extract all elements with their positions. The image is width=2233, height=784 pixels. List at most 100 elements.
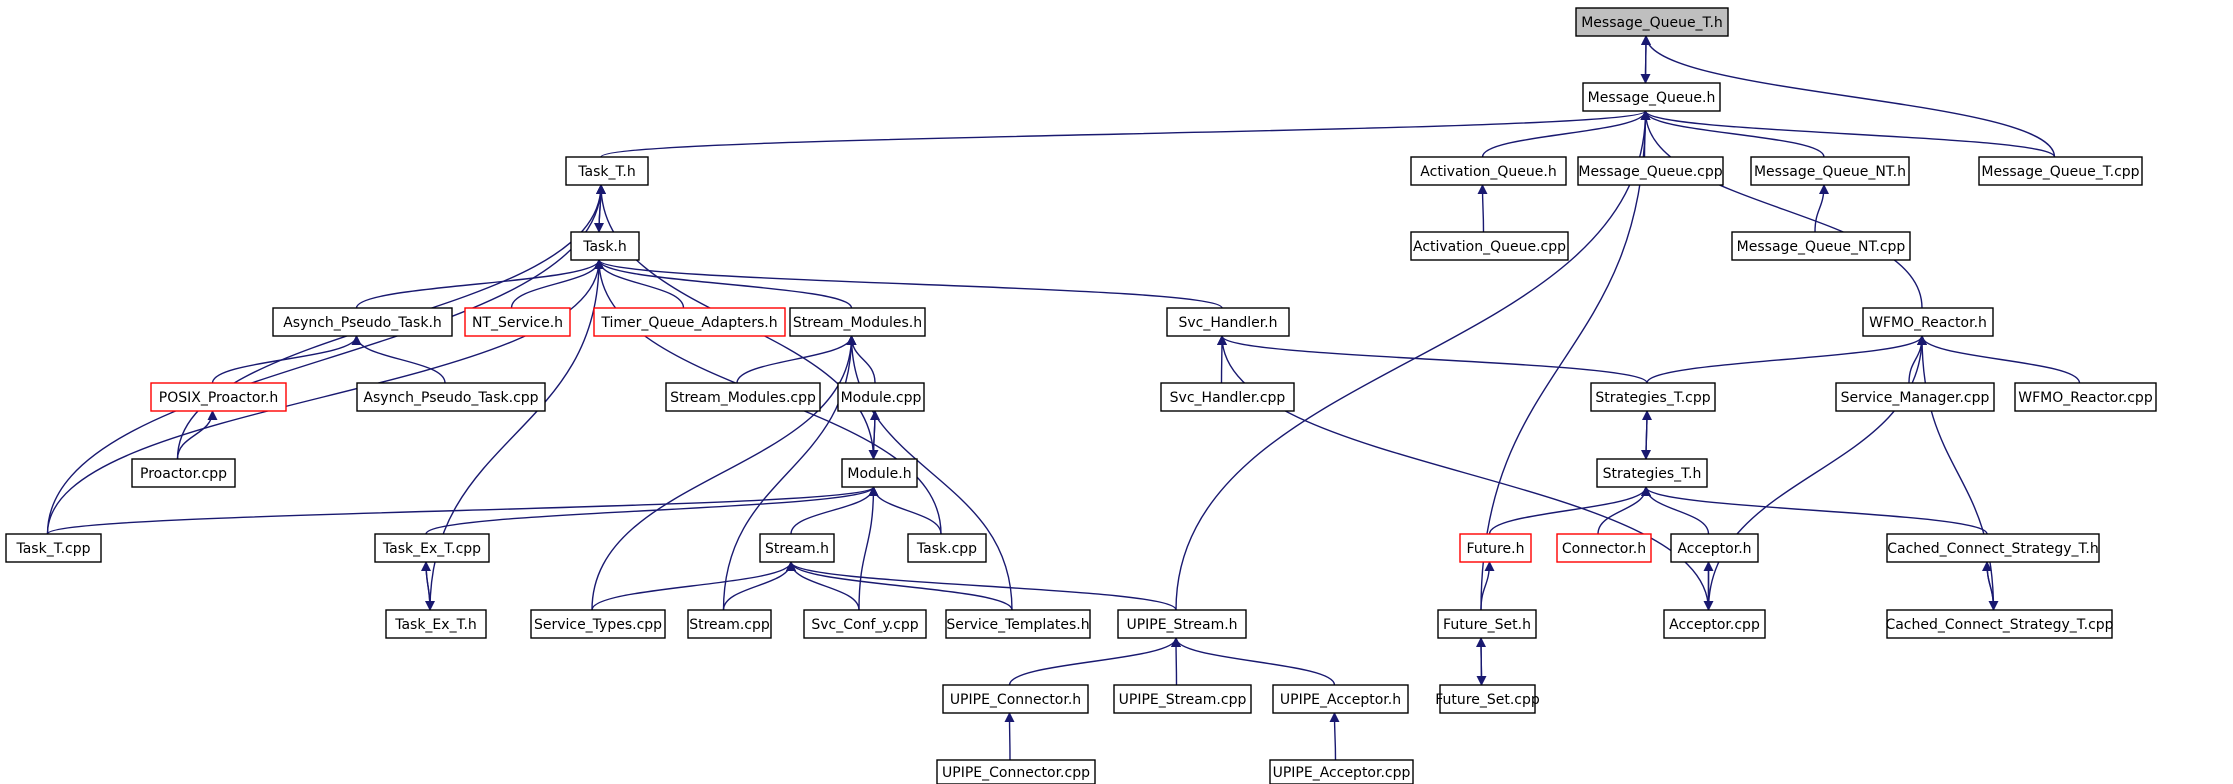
node-acceptor-cpp[interactable]: Acceptor.cpp	[1663, 609, 1766, 639]
node-timer-queue-adapters-h[interactable]: Timer_Queue_Adapters.h	[593, 307, 786, 337]
node-label: Service_Templates.h	[946, 617, 1089, 633]
node-label: UPIPE_Connector.cpp	[942, 765, 1090, 781]
edge-service-templates-h-to-stream-h	[786, 561, 1013, 611]
node-label: Task_T.cpp	[15, 541, 90, 557]
node-message-queue-t-cpp[interactable]: Message_Queue_T.cpp	[1978, 156, 2143, 186]
node-label: Stream.cpp	[689, 617, 770, 633]
node-message-queue-t-h[interactable]: Message_Queue_T.h	[1575, 7, 1729, 37]
node-message-queue-nt-cpp[interactable]: Message_Queue_NT.cpp	[1731, 231, 1911, 261]
node-upipe-connector-h[interactable]: UPIPE_Connector.h	[942, 684, 1089, 714]
node-proactor-cpp[interactable]: Proactor.cpp	[131, 458, 236, 488]
node-message-queue-cpp[interactable]: Message_Queue.cpp	[1577, 156, 1724, 186]
edge-stream-cpp-to-stream-modules-h	[722, 335, 857, 611]
node-service-manager-cpp[interactable]: Service_Manager.cpp	[1835, 382, 1995, 412]
node-upipe-connector-cpp[interactable]: UPIPE_Connector.cpp	[936, 759, 1096, 784]
node-box	[1731, 231, 1911, 261]
node-task-h[interactable]: Task.h	[570, 231, 640, 261]
node-svc-handler-cpp[interactable]: Svc_Handler.cpp	[1160, 382, 1295, 412]
node-box	[1670, 533, 1759, 563]
node-task-t-cpp[interactable]: Task_T.cpp	[5, 533, 102, 563]
node-box	[131, 458, 236, 488]
node-activation-queue-h[interactable]: Activation_Queue.h	[1410, 156, 1567, 186]
node-box	[945, 609, 1091, 639]
edge-task-t-h-to-message-queue-h	[600, 110, 1651, 158]
node-cached-connect-strategy-t-h[interactable]: Cached_Connect_Strategy_T.h	[1886, 533, 2100, 563]
node-svc-conf-y-cpp[interactable]: Svc_Conf_y.cpp	[803, 609, 927, 639]
node-nt-service-h[interactable]: NT_Service.h	[464, 307, 571, 337]
node-box	[1750, 156, 1910, 186]
node-box	[1978, 156, 2143, 186]
edge-future-set-h-to-message-queue-h	[1480, 110, 1651, 611]
node-label: Message_Queue_NT.cpp	[1737, 239, 1906, 255]
node-task-ex-t-cpp[interactable]: Task_Ex_T.cpp	[374, 533, 490, 563]
node-box	[907, 533, 987, 563]
node-stream-h[interactable]: Stream.h	[759, 533, 835, 563]
edge-proactor-cpp-to-posix-proactor-h	[176, 410, 218, 460]
node-module-cpp[interactable]: Module.cpp	[837, 382, 925, 412]
node-strategies-t-h[interactable]: Strategies_T.h	[1596, 458, 1708, 488]
edge-strategies-t-cpp-to-wfmo-reactor-h	[1646, 335, 1927, 384]
node-label: UPIPE_Acceptor.h	[1280, 692, 1401, 708]
edge-strategies-t-cpp-to-svc-handler-h	[1217, 335, 1648, 384]
node-box	[356, 382, 546, 412]
node-asynch-pseudo-task-h[interactable]: Asynch_Pseudo_Task.h	[272, 307, 453, 337]
node-box	[593, 307, 786, 337]
node-box	[837, 382, 925, 412]
node-label: Future_Set.h	[1443, 617, 1531, 633]
node-posix-proactor-h[interactable]: POSIX_Proactor.h	[150, 382, 287, 412]
node-task-t-h[interactable]: Task_T.h	[565, 156, 649, 186]
node-box	[150, 382, 287, 412]
node-wfmo-reactor-h[interactable]: WFMO_Reactor.h	[1862, 307, 1994, 337]
node-svc-handler-h[interactable]: Svc_Handler.h	[1166, 307, 1290, 337]
node-acceptor-h[interactable]: Acceptor.h	[1670, 533, 1759, 563]
edge-task-ex-t-cpp-to-module-h	[425, 486, 879, 535]
node-service-templates-h[interactable]: Service_Templates.h	[945, 609, 1091, 639]
node-box	[1590, 382, 1716, 412]
node-label: Asynch_Pseudo_Task.h	[283, 315, 442, 331]
node-service-types-cpp[interactable]: Service_Types.cpp	[530, 609, 666, 639]
node-module-h[interactable]: Module.h	[841, 458, 918, 488]
node-label: Service_Types.cpp	[534, 617, 662, 633]
node-box	[1160, 382, 1295, 412]
edge-cached-connect-strategy-t-cpp-to-wfmo-reactor-h	[1917, 335, 1995, 611]
node-upipe-stream-cpp[interactable]: UPIPE_Stream.cpp	[1113, 684, 1252, 714]
node-label: Asynch_Pseudo_Task.cpp	[363, 390, 538, 406]
node-message-queue-h[interactable]: Message_Queue.h	[1582, 82, 1721, 112]
node-future-set-cpp[interactable]: Future_Set.cpp	[1435, 684, 1540, 714]
edge-wfmo-reactor-cpp-to-wfmo-reactor-h	[1917, 335, 2081, 384]
node-box	[1439, 684, 1536, 714]
node-future-set-h[interactable]: Future_Set.h	[1437, 609, 1537, 639]
node-activation-queue-cpp[interactable]: Activation_Queue.cpp	[1410, 231, 1569, 261]
node-label: UPIPE_Stream.h	[1126, 617, 1237, 633]
node-asynch-pseudo-task-cpp[interactable]: Asynch_Pseudo_Task.cpp	[356, 382, 546, 412]
node-label: Cached_Connect_Strategy_T.cpp	[1885, 617, 2113, 633]
edge-activation-queue-cpp-to-activation-queue-h	[1477, 184, 1488, 233]
node-label: Task.h	[582, 239, 627, 255]
node-strategies-t-cpp[interactable]: Strategies_T.cpp	[1590, 382, 1716, 412]
node-box	[565, 156, 649, 186]
node-box	[1835, 382, 1995, 412]
node-future-h[interactable]: Future.h	[1459, 533, 1532, 563]
node-message-queue-nt-h[interactable]: Message_Queue_NT.h	[1750, 156, 1910, 186]
edge-acceptor-cpp-to-wfmo-reactor-h	[1707, 335, 1927, 611]
edge-wfmo-reactor-h-to-message-queue-h	[1640, 110, 1923, 309]
node-task-ex-t-h[interactable]: Task_Ex_T.h	[385, 609, 487, 639]
node-stream-cpp[interactable]: Stream.cpp	[687, 609, 772, 639]
node-box	[1410, 156, 1567, 186]
edge-cached-connect-strategy-t-h-to-strategies-t-h	[1641, 486, 1988, 535]
node-stream-modules-cpp[interactable]: Stream_Modules.cpp	[665, 382, 821, 412]
node-upipe-acceptor-h[interactable]: UPIPE_Acceptor.h	[1272, 684, 1409, 714]
node-upipe-acceptor-cpp[interactable]: UPIPE_Acceptor.cpp	[1269, 759, 1414, 784]
node-wfmo-reactor-cpp[interactable]: WFMO_Reactor.cpp	[2014, 382, 2157, 412]
node-stream-modules-h[interactable]: Stream_Modules.h	[789, 307, 926, 337]
node-cached-connect-strategy-t-cpp[interactable]: Cached_Connect_Strategy_T.cpp	[1885, 609, 2114, 639]
node-task-cpp[interactable]: Task.cpp	[907, 533, 987, 563]
edge-message-queue-t-cpp-to-message-queue-h	[1640, 110, 2056, 158]
edge-task-t-cpp-to-task-t-h	[46, 184, 606, 535]
node-label: Message_Queue.h	[1588, 90, 1716, 106]
node-connector-h[interactable]: Connector.h	[1556, 533, 1652, 563]
node-box	[1596, 458, 1708, 488]
node-upipe-stream-h[interactable]: UPIPE_Stream.h	[1117, 609, 1247, 639]
node-box	[1556, 533, 1652, 563]
edge-svc-conf-y-cpp-to-module-h	[858, 486, 879, 611]
